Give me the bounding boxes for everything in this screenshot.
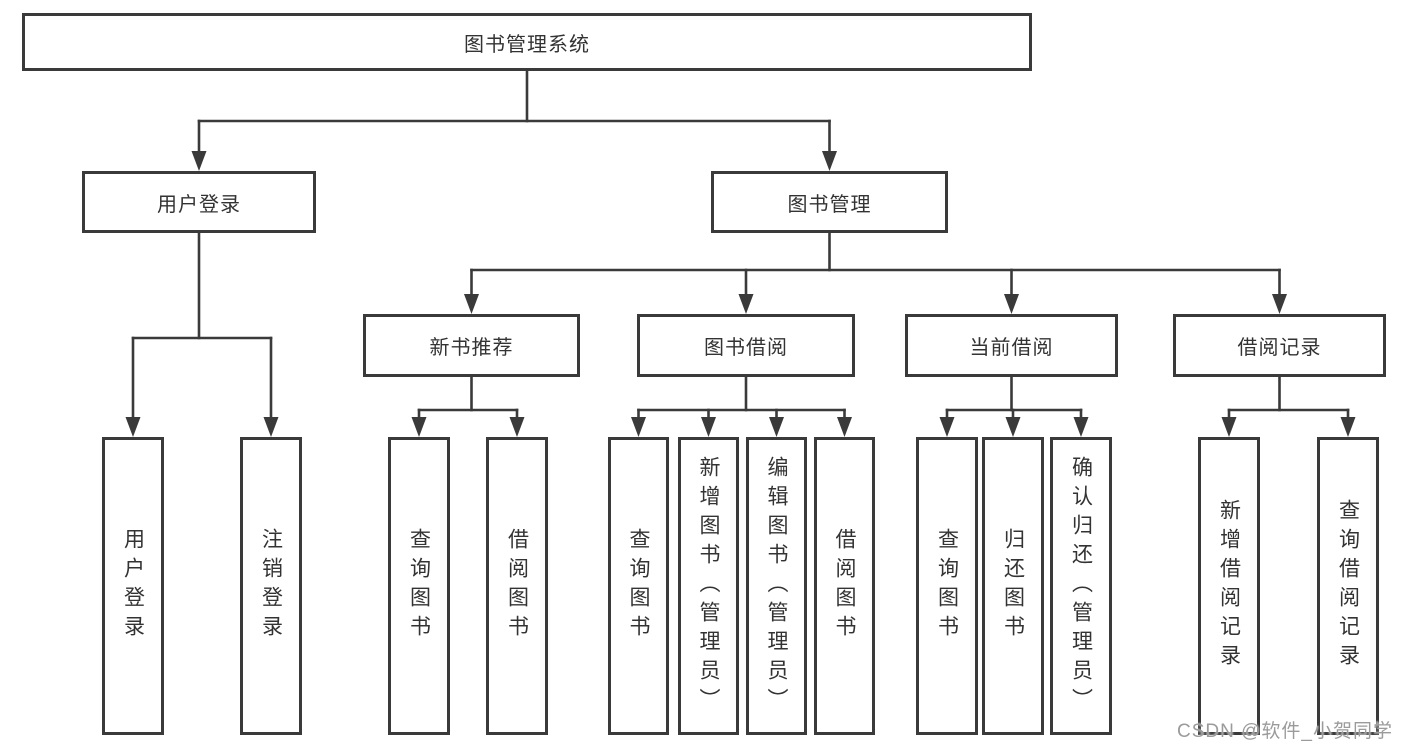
node-cur-query: 查询图书 — [916, 437, 978, 735]
node-current: 当前借阅 — [905, 314, 1118, 377]
node-label-borrow-edit: 编辑图书（管理员） — [765, 455, 788, 717]
node-login: 用户登录 — [82, 171, 316, 233]
node-label-login-user: 用户登录 — [121, 528, 145, 644]
node-borrow-query: 查询图书 — [608, 437, 669, 735]
node-newbook: 新书推荐 — [363, 314, 580, 377]
node-mgmt: 图书管理 — [711, 171, 948, 233]
connector-drop-rec-query-arrowhead — [1340, 417, 1356, 437]
node-label-borrow-query: 查询图书 — [627, 528, 650, 644]
connector-drop-borrow-arrowhead — [738, 294, 754, 314]
node-rec-query: 查询借阅记录 — [1317, 437, 1379, 735]
node-login-logout: 注销登录 — [240, 437, 302, 735]
node-records: 借阅记录 — [1173, 314, 1386, 377]
node-label-login-logout: 注销登录 — [259, 528, 283, 644]
connector-drop-cur-query-arrowhead — [939, 417, 955, 437]
node-label-newbook: 新书推荐 — [429, 337, 514, 359]
node-label-cur-confirm: 确认归还（管理员） — [1069, 455, 1093, 717]
node-borrow-add: 新增图书（管理员） — [678, 437, 739, 735]
node-label-new-query: 查询图书 — [407, 528, 431, 644]
node-borrow-borrow: 借阅图书 — [814, 437, 875, 735]
node-new-borrow: 借阅图书 — [486, 437, 548, 735]
node-label-records: 借阅记录 — [1237, 337, 1322, 359]
connector-drop-cur-return-arrowhead — [1005, 417, 1021, 437]
connector-drop-new-borrow-arrowhead — [509, 417, 525, 437]
node-label-new-borrow: 借阅图书 — [505, 528, 529, 644]
connector-drop-borrow-edit-arrowhead — [769, 417, 784, 437]
node-label-rec-query: 查询借阅记录 — [1336, 499, 1360, 673]
connector-drop-login-user-arrowhead — [125, 417, 141, 437]
connector-drop-borrow-query-arrowhead — [631, 417, 646, 437]
node-root: 图书管理系统 — [22, 13, 1032, 71]
node-label-root: 图书管理系统 — [464, 33, 590, 56]
node-label-current: 当前借阅 — [969, 337, 1054, 359]
connector-drop-newbook-arrowhead — [464, 294, 479, 314]
node-label-borrow-borrow: 借阅图书 — [833, 528, 856, 644]
connector-drop-cur-confirm-arrowhead — [1073, 417, 1089, 437]
connector-drop-login-arrowhead — [191, 151, 207, 171]
node-cur-return: 归还图书 — [982, 437, 1044, 735]
node-label-borrow-add: 新增图书（管理员） — [697, 455, 720, 717]
connector-drop-new-query-arrowhead — [411, 417, 427, 437]
node-rec-add: 新增借阅记录 — [1198, 437, 1260, 735]
connector-drop-rec-add-arrowhead — [1221, 417, 1237, 437]
node-borrow-edit: 编辑图书（管理员） — [746, 437, 807, 735]
node-borrow: 图书借阅 — [637, 314, 855, 377]
connector-drop-borrow-borrow-arrowhead — [837, 417, 852, 437]
connector-drop-login-logout-arrowhead — [263, 417, 279, 437]
connector-drop-borrow-add-arrowhead — [701, 417, 716, 437]
node-label-borrow: 图书借阅 — [704, 337, 788, 359]
node-label-rec-add: 新增借阅记录 — [1217, 499, 1241, 673]
connector-drop-current-arrowhead — [1004, 294, 1019, 314]
connector-drop-records-arrowhead — [1272, 294, 1287, 314]
node-label-login: 用户登录 — [157, 193, 241, 216]
node-new-query: 查询图书 — [388, 437, 450, 735]
watermark: CSDN @软件_小贺同学 — [1177, 721, 1393, 742]
node-label-cur-query: 查询图书 — [935, 528, 959, 644]
node-label-cur-return: 归还图书 — [1001, 528, 1025, 644]
node-label-mgmt: 图书管理 — [787, 193, 872, 216]
node-login-user: 用户登录 — [102, 437, 164, 735]
connector-drop-mgmt-arrowhead — [822, 151, 837, 171]
node-cur-confirm: 确认归还（管理员） — [1050, 437, 1112, 735]
